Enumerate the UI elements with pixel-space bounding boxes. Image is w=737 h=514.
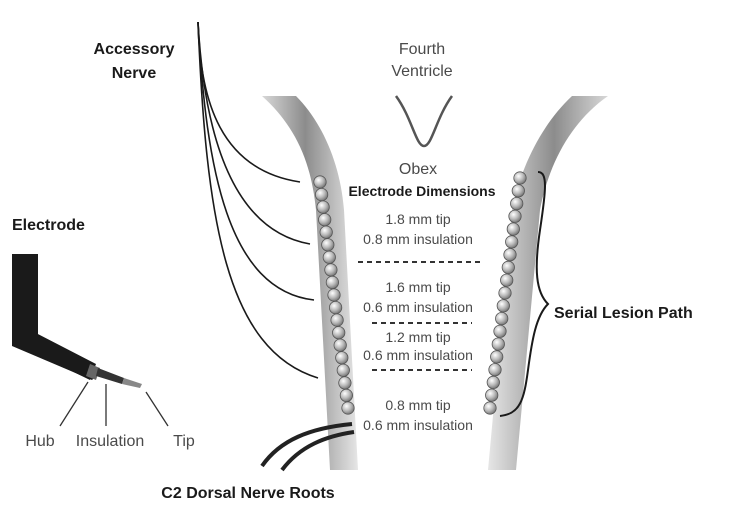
left-lesion-bead-6 <box>321 238 335 252</box>
right-lesion-bead-11 <box>496 299 510 313</box>
left-lesion-bead-13 <box>332 326 346 340</box>
dimension-3-tip: 1.2 mm tip <box>385 329 451 345</box>
left-lesion-bead-1 <box>313 175 327 189</box>
left-lesion-bead-4 <box>318 213 332 227</box>
right-lesion-bead-19 <box>483 401 497 415</box>
accessory-nerve-fibers <box>197 21 319 379</box>
right-lesion-bead-10 <box>498 286 512 300</box>
c2-dorsal-nerve-roots <box>260 422 355 472</box>
right-lesion-bead-3 <box>510 197 524 211</box>
dimension-4-tip: 0.8 mm tip <box>385 397 451 413</box>
dimension-separators <box>358 261 480 371</box>
tip-label: Tip <box>173 433 195 450</box>
left-lesion-bead-7 <box>322 250 336 264</box>
accessory-nerve-label-1: Accessory <box>94 41 175 58</box>
right-lesion-bead-14 <box>491 337 505 351</box>
left-lesion-bead-8 <box>324 263 338 277</box>
dimension-4-insulation: 0.6 mm insulation <box>363 417 473 433</box>
left-lesion-bead-15 <box>335 351 349 365</box>
left-lesion-bead-12 <box>330 313 344 327</box>
dimension-3-insulation: 0.6 mm insulation <box>363 347 473 363</box>
c2-dorsal-nerve-roots-label: C2 Dorsal Nerve Roots <box>161 485 334 502</box>
dimension-1-tip: 1.8 mm tip <box>385 211 451 227</box>
right-lesion-bead-4 <box>508 209 522 223</box>
cord-left-edge <box>262 96 358 470</box>
left-lesion-bead-2 <box>314 188 329 202</box>
left-lesion-bead-9 <box>325 275 339 289</box>
right-lesion-bead-5 <box>506 222 520 236</box>
right-lesion-bead-17 <box>486 375 500 389</box>
right-lesion-bead-8 <box>501 260 515 274</box>
right-lesion-beads <box>483 171 527 415</box>
dimension-2-tip: 1.6 mm tip <box>385 279 451 295</box>
electrode-illustration <box>12 254 142 388</box>
accessory-nerve-label-2: Nerve <box>112 65 157 82</box>
electrode-label: Electrode <box>12 217 85 234</box>
left-lesion-bead-18 <box>339 388 353 402</box>
insulation-label: Insulation <box>76 433 145 450</box>
right-lesion-bead-6 <box>505 235 519 249</box>
right-lesion-bead-18 <box>485 388 499 402</box>
left-lesion-bead-19 <box>341 401 355 415</box>
right-lesion-bead-13 <box>493 324 507 338</box>
right-lesion-bead-12 <box>495 311 509 326</box>
left-lesion-bead-11 <box>328 300 343 315</box>
left-lesion-bead-17 <box>338 376 352 390</box>
right-lesion-bead-1 <box>513 171 527 185</box>
left-lesion-beads <box>313 175 355 415</box>
fourth-ventricle-label-2: Ventricle <box>391 63 452 80</box>
left-lesion-bead-14 <box>333 338 347 352</box>
right-lesion-bead-7 <box>503 248 517 262</box>
right-lesion-bead-16 <box>488 363 502 377</box>
fourth-ventricle-shape <box>394 95 454 148</box>
serial-lesion-brace <box>499 171 550 417</box>
serial-lesion-path-label: Serial Lesion Path <box>554 305 693 322</box>
right-lesion-bead-2 <box>511 184 525 198</box>
hub-label: Hub <box>25 433 54 450</box>
right-lesion-bead-9 <box>500 273 514 287</box>
left-lesion-bead-3 <box>316 200 330 214</box>
left-lesion-bead-5 <box>319 225 333 239</box>
dimension-2-insulation: 0.6 mm insulation <box>363 299 473 315</box>
left-lesion-bead-10 <box>327 288 341 302</box>
fourth-ventricle-label-1: Fourth <box>399 41 445 58</box>
obex-label: Obex <box>399 161 437 178</box>
dimension-1-insulation: 0.8 mm insulation <box>363 231 473 247</box>
left-lesion-bead-16 <box>336 363 350 377</box>
right-lesion-bead-15 <box>490 350 504 364</box>
electrode-leader-lines <box>59 381 169 427</box>
electrode-dimensions-heading: Electrode Dimensions <box>348 183 495 199</box>
